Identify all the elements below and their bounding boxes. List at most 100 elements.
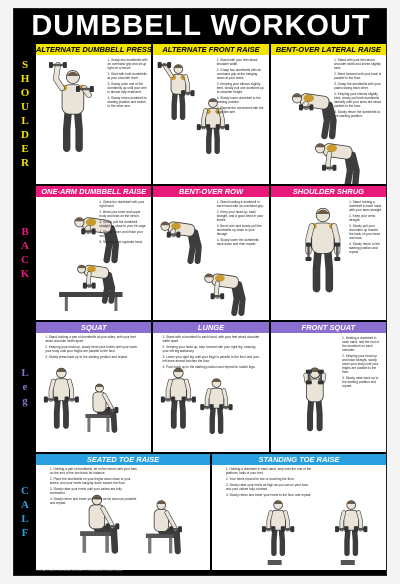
instruction-step: 4. Slowly lower dumbbell to the starting… bbox=[216, 96, 261, 104]
instruction-step: 2. Keep your arms straight. bbox=[349, 214, 376, 222]
instructions: 1. Stand with your feet about shoulder w… bbox=[334, 58, 383, 120]
panel-seated-toe-raise: SEATED TOE RAISE 1. Holding a pair of dum… bbox=[36, 454, 210, 570]
side-letter: F bbox=[21, 527, 29, 539]
instruction-step: 1. Grasp the dumbbell with your right ha… bbox=[99, 200, 145, 208]
side-letter: A bbox=[21, 240, 29, 252]
dumbbell-icon bbox=[64, 396, 79, 403]
exercise-illustration bbox=[161, 367, 233, 434]
dumbbell-icon bbox=[216, 124, 230, 131]
dumbbell-icon bbox=[181, 90, 195, 97]
panel-front-squat: FRONT SQUAT 1. Holding a dumbbell in each… bbox=[270, 322, 386, 452]
instruction-step: 2. Bend your knee and upper body and lea… bbox=[99, 210, 141, 218]
side-letter: D bbox=[21, 129, 29, 141]
instructions: 1. Holding a dumbbell in each hand, step… bbox=[226, 467, 313, 499]
instruction-step: 3. Slowly raise your heels as high as yo… bbox=[225, 483, 308, 491]
exercise-figure bbox=[335, 500, 368, 557]
exercise-figure bbox=[74, 217, 119, 264]
panel-body: 1. Grasp the dumbbell with your right ha… bbox=[36, 197, 151, 320]
panel-squat: SQUAT 1. Stand holding a pair of dumbbell… bbox=[36, 322, 152, 452]
dumbbell-icon bbox=[157, 62, 172, 69]
panel-body: 1. Holding a dumbbell in each hand, step… bbox=[212, 465, 386, 570]
exercise-figure bbox=[305, 207, 340, 293]
instruction-step: 3. Lower your right leg until your thigh… bbox=[162, 355, 260, 363]
exercise-illustration bbox=[261, 500, 368, 565]
exercise-figure bbox=[200, 378, 233, 434]
side-letter: e bbox=[22, 381, 28, 393]
instruction-step: 1. Holding a pair of dumbbells, sit on t… bbox=[49, 467, 137, 475]
dumbbell-icon bbox=[353, 526, 368, 533]
exercise-figure bbox=[314, 143, 360, 184]
instructions: 1. Holding a pair of dumbbells, sit on t… bbox=[50, 467, 137, 507]
instruction-step: 3. Bend over and slowly pull the dumbbel… bbox=[216, 224, 262, 236]
instruction-step: 4. Slowly return and lower your heels as… bbox=[49, 497, 137, 505]
side-letter: R bbox=[21, 157, 29, 169]
panel-body: 1. Stand with your feet about shoulder w… bbox=[153, 55, 268, 184]
dumbbell-icon bbox=[298, 104, 314, 111]
dumbbell-icon bbox=[280, 526, 295, 533]
instruction-step: 3. Slowly pull your shoulders up toward … bbox=[349, 224, 380, 240]
instruction-step: 5. Repeat the movement with the opposite… bbox=[216, 106, 264, 114]
panel-body: 1. Grasp two dumbbells with an overhand … bbox=[36, 55, 151, 184]
dumbbell-icon bbox=[82, 282, 96, 289]
instruction-step: 2. Bend forward until your back is paral… bbox=[334, 72, 382, 80]
panel-title: SQUAT bbox=[36, 322, 152, 333]
dumbbell-icon bbox=[181, 396, 197, 403]
instruction-step: 3. Keeping your elbows slightly bent, sl… bbox=[216, 82, 264, 94]
instruction-step: 3. Slowly raise back up to the starting … bbox=[342, 376, 379, 388]
instruction-step: 1. Holding a dumbbell in each hand, rest… bbox=[342, 336, 380, 352]
panel-title: ALTERNATE FRONT RAISE bbox=[153, 44, 269, 55]
panel-alternate-dumbbell-press: ALTERNATE DUMBBELL PRESS 1. Grasp two dum… bbox=[36, 44, 152, 184]
panel-body: 1. Holding a dumbbell in each hand, rest… bbox=[271, 333, 386, 452]
side-letter: H bbox=[20, 73, 30, 85]
side-letter: C bbox=[21, 485, 29, 497]
panel-body: 1. Stand holding a dumbbell in each hand… bbox=[271, 197, 386, 320]
side-letter: g bbox=[22, 395, 28, 407]
instruction-step: 3. Slowly raise your heels until your ca… bbox=[49, 487, 122, 495]
panel-title: FRONT SQUAT bbox=[270, 322, 386, 333]
exercise-figure bbox=[303, 367, 326, 432]
instruction-step: 1. Stand with your feet about shoulder w… bbox=[216, 58, 258, 66]
exercise-illustration bbox=[291, 93, 360, 184]
exercise-figure bbox=[197, 98, 230, 154]
instruction-step: 2. Grasp two dumbbells with an overhand … bbox=[216, 68, 262, 80]
side-letter: K bbox=[20, 268, 30, 280]
instruction-step: 2. Keeping your head up, slowly bend you… bbox=[45, 345, 138, 353]
panel-title: SEATED TOE RAISE bbox=[36, 454, 210, 465]
dumbbell-icon bbox=[321, 164, 337, 171]
dumbbell-icon bbox=[317, 369, 324, 385]
instructions: 1. Stand with your feet about shoulder w… bbox=[217, 58, 266, 116]
panel-alternate-front-raise: ALTERNATE FRONT RAISE 1. Stand with your … bbox=[153, 44, 269, 184]
exercise-figure bbox=[145, 500, 182, 555]
exercise-figure bbox=[161, 367, 197, 429]
panel-title: ALTERNATE DUMBBELL PRESS bbox=[36, 44, 152, 55]
instructions: 1. Stand holding a pair of dumbbells at … bbox=[45, 335, 143, 361]
panel-body: 1. Stand with a dumbbell in each hand, w… bbox=[153, 333, 268, 452]
panel-body: 1. Holding a pair of dumbbells, sit on t… bbox=[36, 465, 210, 570]
exercise-illustration bbox=[48, 62, 94, 152]
instructions: 1. Stand holding a dumbbell in each hand… bbox=[217, 200, 266, 248]
dumbbell-icon bbox=[197, 124, 211, 131]
instruction-step: 3. Grasp the dumbbells with your palms f… bbox=[334, 82, 381, 90]
instructions: 1. Stand holding a dumbbell in each hand… bbox=[349, 200, 383, 256]
dumbbell-icon bbox=[305, 242, 312, 261]
exercise-figure bbox=[291, 93, 337, 140]
dumbbell-icon bbox=[219, 404, 233, 411]
panel-title: BENT-OVER LATERAL RAISE bbox=[270, 44, 386, 55]
panel-body: 1. Stand holding a pair of dumbbells at … bbox=[36, 333, 151, 452]
dumbbell-icon bbox=[75, 86, 94, 93]
exercise-illustration bbox=[160, 221, 246, 316]
instruction-step: 3. Slowly press back up to the starting … bbox=[45, 355, 128, 359]
side-letter: U bbox=[21, 101, 29, 113]
instruction-step: 2. Place the dumbbells on your thighs do… bbox=[49, 477, 131, 485]
exercise-illustration bbox=[59, 217, 123, 311]
instruction-step: 1. Stand holding a pair of dumbbells at … bbox=[45, 335, 136, 343]
instruction-step: 1. Grasp two dumbbells with an overhand … bbox=[107, 58, 148, 70]
